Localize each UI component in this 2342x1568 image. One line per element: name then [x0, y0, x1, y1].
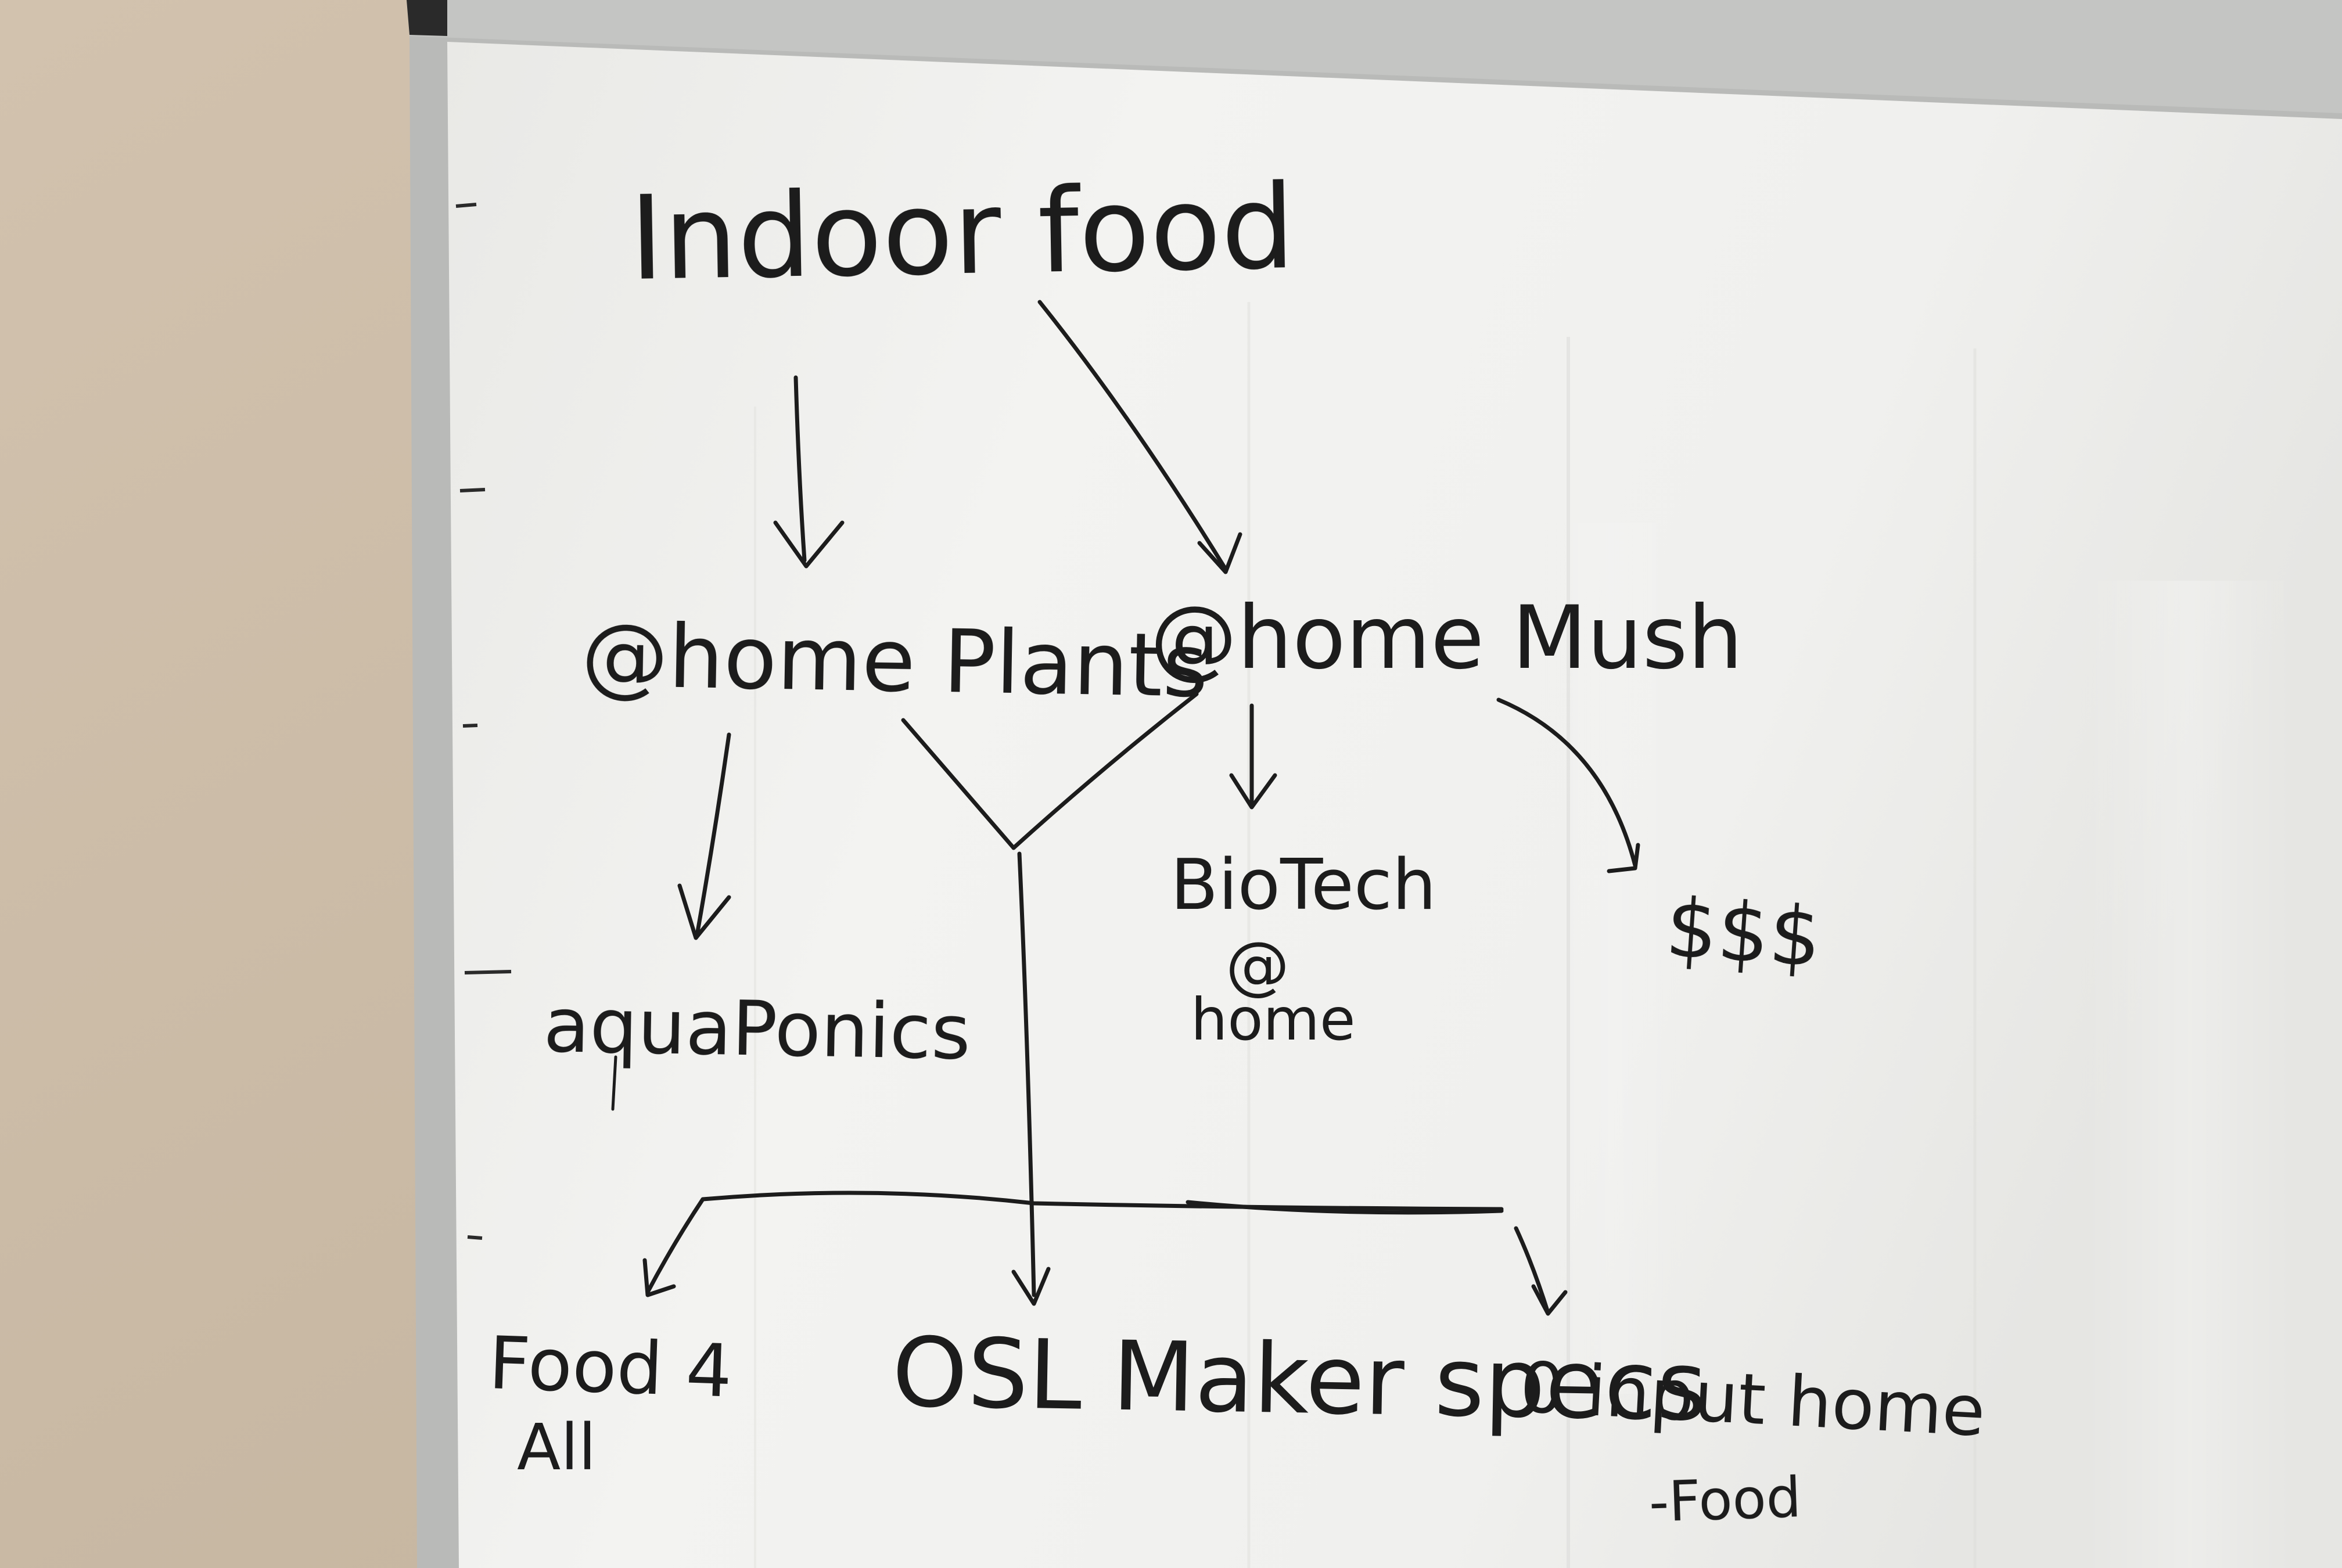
- arrow-head-money: [1607, 843, 1640, 873]
- arrow-head-osl: [1011, 1267, 1051, 1306]
- node-zero-input-line2: -Food: [1648, 1466, 1802, 1535]
- title-indoor-food: Indoor food: [628, 160, 1296, 307]
- arrow-mush-to-money: [1496, 697, 1637, 868]
- connectors: [611, 300, 1640, 1316]
- line-distributor-lower: [1186, 1200, 1504, 1215]
- arrow-plants-to-aquaponics: [695, 732, 731, 937]
- arrow-head-aquaponics: [677, 883, 731, 940]
- node-aquaponics: aquaPonics: [543, 981, 971, 1077]
- line-distributor: [701, 1191, 1504, 1211]
- arrow-head-food4all: [642, 1258, 676, 1297]
- node-biotech-line2: @: [1226, 928, 1289, 1002]
- frame-corner-cap: [407, 0, 447, 36]
- node-osl-maker-specs: OSL Maker specs: [891, 1317, 1708, 1442]
- frame-edge-marks: [455, 203, 512, 1240]
- arrow-head-zero-input: [1531, 1284, 1568, 1316]
- arrow-title-to-plants: [793, 375, 807, 563]
- node-food4all-line1: Food 4: [487, 1321, 734, 1414]
- arrow-to-food4all: [645, 1197, 705, 1294]
- node-money: $$$: [1663, 880, 1824, 986]
- handwriting: Indoor food @home Plants @home Mush aqua…: [487, 160, 1987, 1535]
- whiteboard-surface: [447, 42, 2342, 1568]
- line-mush-to-merge: [1011, 692, 1199, 850]
- line-plants-to-merge: [901, 718, 1016, 850]
- node-food4all-line2: All: [517, 1410, 596, 1484]
- aquaponics-tail: [611, 1055, 617, 1111]
- line-merge-trunk: [1017, 851, 1036, 1297]
- arrow-title-to-mush: [1037, 300, 1228, 571]
- whiteboard-frame-top: [407, 0, 2342, 113]
- node-home-plants: @home Plants: [580, 605, 1209, 717]
- arrow-head-biotech: [1229, 773, 1277, 810]
- arrow-to-zero-input: [1514, 1226, 1550, 1315]
- node-biotech-line3: home: [1191, 986, 1356, 1053]
- node-home-mush: @home Mush: [1150, 588, 1743, 689]
- node-biotech-line1: BioTech: [1170, 845, 1436, 926]
- arrow-head-mush: [1197, 532, 1242, 574]
- board-reflections: [754, 302, 2300, 1568]
- arrow-head-plants: [773, 520, 845, 569]
